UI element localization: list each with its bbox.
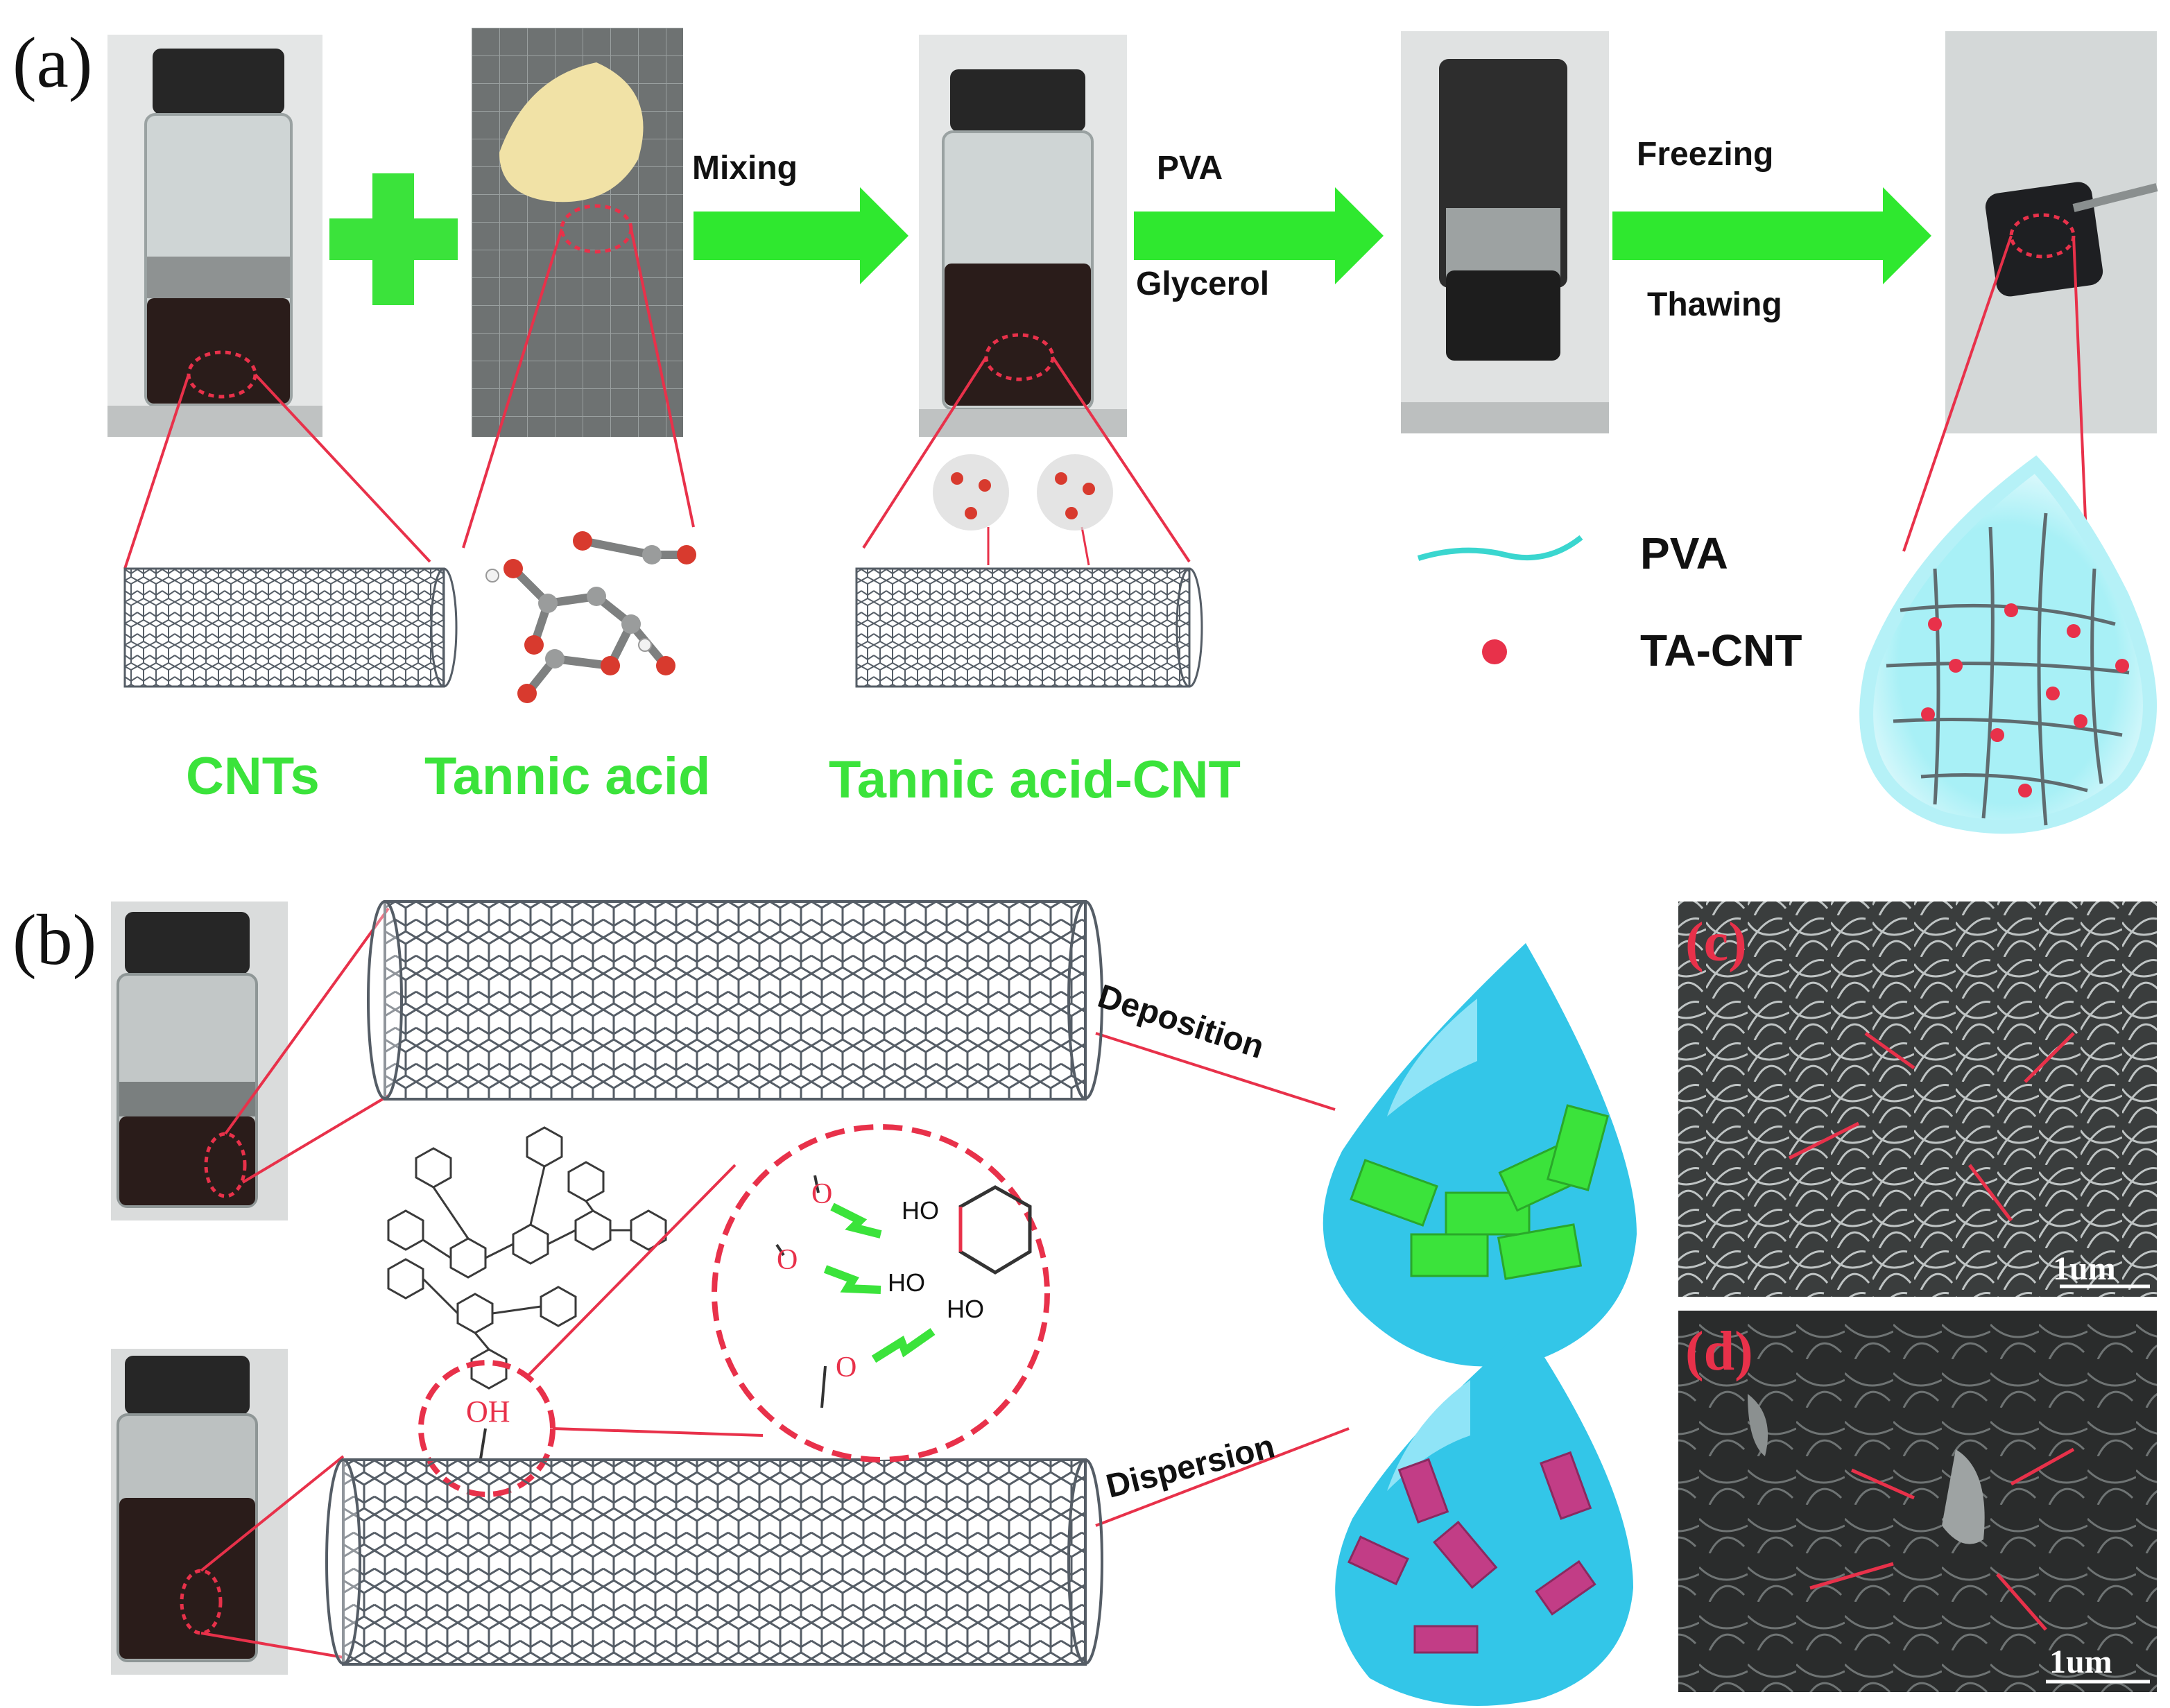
cnt-tube-a <box>123 567 458 688</box>
label-dispersion: Dispersion <box>1103 1428 1279 1505</box>
legend-ta-cnt-label: TA-CNT <box>1640 626 1802 675</box>
arrow-mixing <box>694 187 909 284</box>
hydrogel-network-drop <box>1859 455 2157 834</box>
label-ho-1: HO <box>902 1196 939 1225</box>
label-o-1: O <box>811 1178 832 1210</box>
sem-image-c <box>1678 902 2157 1297</box>
label-freezing: Freezing <box>1637 136 1773 173</box>
dispersion-drop <box>1335 1328 1633 1706</box>
arrow-freezing-thawing <box>1612 187 1931 284</box>
photo-cnt-vial <box>107 35 322 437</box>
label-ho-3: HO <box>947 1295 984 1323</box>
zoom-marker-deposition <box>204 1132 247 1198</box>
photo-gel-vial <box>1401 31 1609 433</box>
label-ho-2: HO <box>888 1268 925 1297</box>
label-thawing: Thawing <box>1647 286 1782 323</box>
panel-label-d: (d) <box>1685 1321 1753 1382</box>
photo-hydrogel <box>1945 31 2158 433</box>
legend-ta-cnt-swatch <box>1482 639 1507 664</box>
cnt-tube-large-top <box>367 900 1103 1101</box>
zoom-line-oh-top <box>526 1164 737 1378</box>
legend-pva-swatch <box>1417 535 1583 561</box>
zoom-line-oh <box>552 1427 764 1437</box>
tannic-acid-atoms <box>485 531 696 703</box>
photo-ta-cnt-vial-b <box>111 1349 288 1675</box>
tannic-acid-structure <box>387 1126 667 1390</box>
scale-bar-d: 1um <box>2049 1644 2112 1680</box>
zoom-guide-lines-a <box>123 228 2089 569</box>
cnt-tube-large-bottom <box>325 1458 1103 1666</box>
sem-image-d <box>1678 1311 2157 1692</box>
zoom-marker-dispersion <box>180 1569 223 1635</box>
label-oh: OH <box>466 1395 510 1429</box>
panel-label-b: (b) <box>12 900 96 980</box>
label-glycerol: Glycerol <box>1136 266 1269 302</box>
label-mixing: Mixing <box>692 150 798 187</box>
label-ta-cnt: Tannic acid-CNT <box>829 750 1241 809</box>
plus-icon <box>329 173 458 305</box>
photo-tannic-acid-powder <box>472 28 683 437</box>
deposition-drop <box>1323 943 1637 1367</box>
label-pva-step: PVA <box>1157 150 1223 187</box>
arrow-pva-glycerol <box>1134 187 1384 284</box>
label-deposition: Deposition <box>1094 978 1268 1066</box>
label-cnts: CNTs <box>186 747 320 806</box>
zoom-guide-lines-b <box>200 907 1350 1659</box>
panel-label-a: (a) <box>12 23 92 103</box>
panel-label-c: (c) <box>1685 912 1747 973</box>
label-tannic-acid: Tannic acid <box>424 747 710 806</box>
label-o-3: O <box>836 1352 856 1383</box>
photo-ta-cnt-vial <box>919 35 1127 437</box>
tannic-acid-on-cnt <box>933 454 1113 530</box>
label-o-2: O <box>777 1244 798 1276</box>
oh-bond <box>479 1428 487 1464</box>
legend-pva-label: PVA <box>1640 528 1728 578</box>
ta-cnt-tube-a <box>855 526 1203 688</box>
hydrogen-bond-zoom <box>712 1124 1050 1463</box>
scale-bar-c: 1um <box>2053 1250 2116 1287</box>
photo-cnt-vial-b <box>111 902 288 1220</box>
